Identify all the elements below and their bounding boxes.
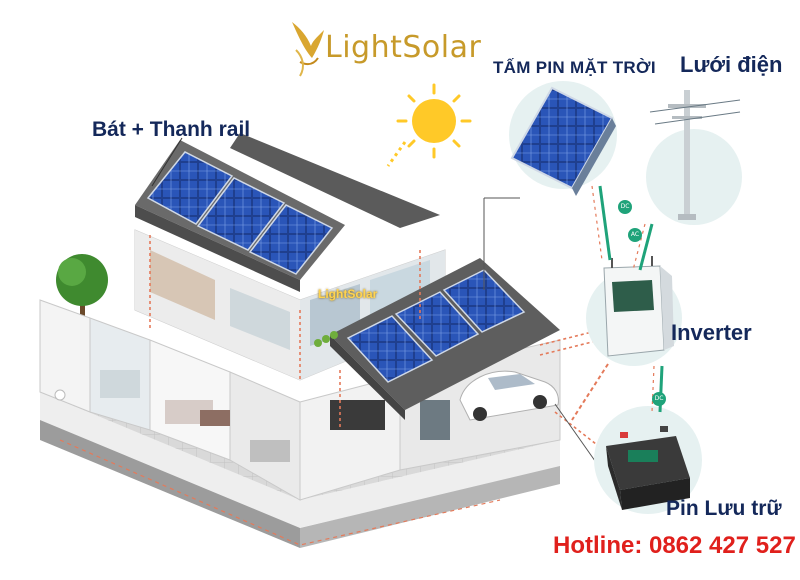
ac-tag: AC bbox=[628, 228, 642, 242]
house-watermark: LightSolar bbox=[318, 287, 378, 301]
grid-pole-bubble bbox=[646, 90, 742, 225]
car-icon bbox=[459, 370, 559, 421]
inverter-bubble bbox=[586, 256, 682, 366]
brand-name: LightSolar bbox=[325, 30, 482, 65]
garage-roof bbox=[330, 258, 560, 420]
label-inverter: Inverter bbox=[671, 320, 752, 345]
brand-logo-icon bbox=[292, 22, 324, 77]
sun-icon bbox=[386, 83, 472, 167]
hotline-text: Hotline: 0862 427 527 bbox=[553, 532, 796, 559]
label-mounting-rail: Bát + Thanh rail bbox=[92, 118, 251, 141]
upper-roof bbox=[135, 133, 440, 292]
dc-tag-battery: DC bbox=[652, 392, 666, 406]
tree-icon bbox=[56, 254, 108, 320]
label-battery: Pin Lưu trữ bbox=[666, 497, 782, 520]
dc-tag: DC bbox=[618, 200, 632, 214]
label-grid: Lưới điện bbox=[680, 52, 783, 77]
battery-bubble bbox=[594, 406, 702, 514]
label-solar-panel: TẤM PIN MẶT TRỜI bbox=[493, 58, 656, 77]
solar-panel-bubble bbox=[509, 81, 617, 196]
